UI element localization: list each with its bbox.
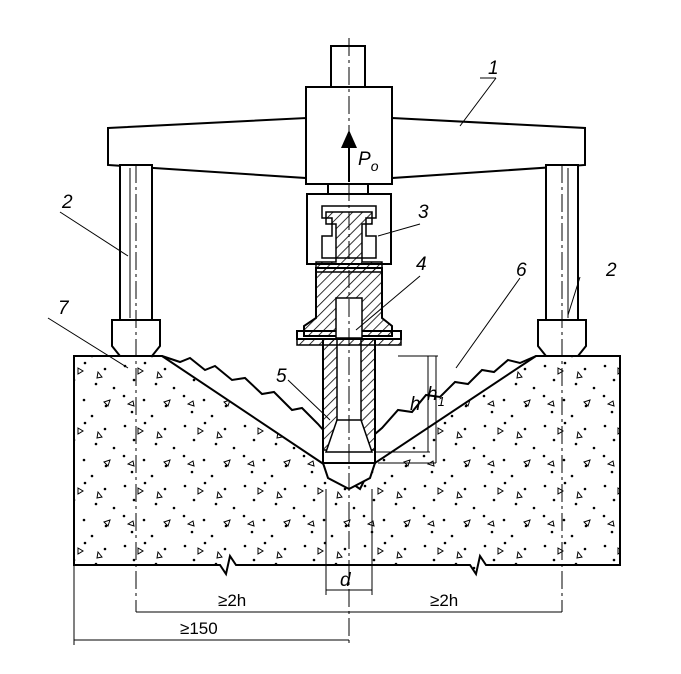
failure-cone-right	[374, 355, 537, 435]
failure-cone-left	[161, 355, 326, 433]
label-item-7: 7	[58, 298, 70, 319]
dim-h1: h1	[427, 384, 445, 409]
dim-h: h	[410, 394, 421, 415]
label-item-3: 3	[418, 202, 429, 223]
dim-edge-150: ≥150	[180, 619, 218, 638]
dim-right-2h: ≥2h	[430, 591, 458, 610]
support-foot-right	[537, 319, 587, 357]
label-item-1: 1	[488, 58, 499, 79]
label-item-2-left: 2	[61, 192, 73, 213]
anchor-cone	[324, 419, 374, 453]
label-item-5: 5	[276, 366, 287, 387]
dim-left-2h: ≥2h	[218, 591, 246, 610]
load-rod	[330, 45, 366, 88]
force-label: Po	[358, 149, 379, 174]
label-item-4: 4	[416, 254, 427, 275]
dim-d: d	[340, 570, 352, 591]
label-item-6: 6	[516, 260, 527, 281]
label-item-2-right: 2	[605, 260, 617, 281]
housing-neck	[327, 183, 369, 195]
support-foot-left	[111, 319, 161, 357]
